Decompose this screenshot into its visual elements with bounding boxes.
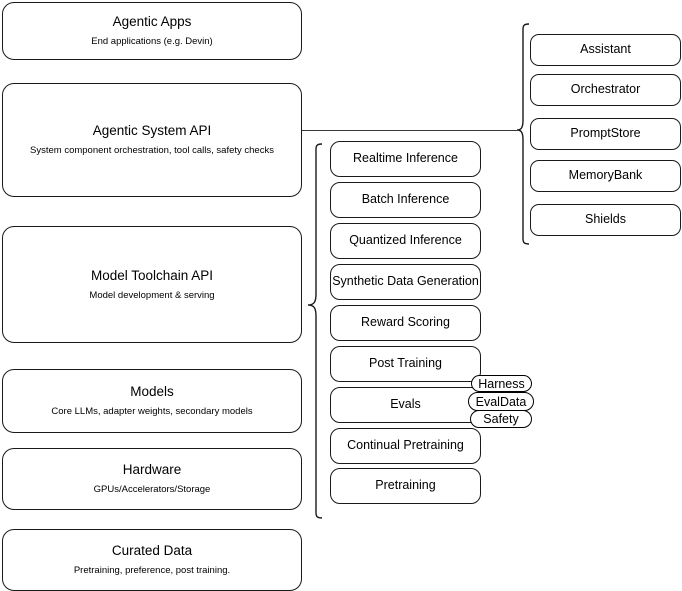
capability-box-realtime-inference[interactable]: Realtime Inference [330, 141, 481, 177]
layer-title: Curated Data [111, 543, 193, 559]
component-title: Assistant [580, 42, 631, 57]
capability-box-post-training[interactable]: Post Training [330, 346, 481, 382]
capability-box-synthetic-data-generation[interactable]: Synthetic Data Generation [330, 264, 481, 300]
component-title: Shields [585, 212, 626, 227]
layer-subtitle: Model development & serving [89, 289, 215, 301]
layer-box-curated-data[interactable]: Curated Data Pretraining, preference, po… [2, 529, 302, 591]
layer-box-agentic-system-api[interactable]: Agentic System API System component orch… [2, 83, 302, 197]
connector-line-system-api [302, 130, 517, 132]
layer-title: Agentic Apps [112, 14, 192, 30]
capability-box-reward-scoring[interactable]: Reward Scoring [330, 305, 481, 341]
layer-title: Model Toolchain API [90, 267, 214, 283]
layer-box-models[interactable]: Models Core LLMs, adapter weights, secon… [2, 369, 302, 433]
capability-title: Evals [390, 397, 421, 412]
layer-box-model-toolchain-api[interactable]: Model Toolchain API Model development & … [2, 226, 302, 343]
layer-title: Agentic System API [92, 123, 212, 139]
layer-subtitle: Core LLMs, adapter weights, secondary mo… [51, 406, 253, 417]
capability-box-evals[interactable]: Evals [330, 387, 481, 423]
evals-pill-label: Harness [478, 376, 525, 391]
evals-pill-harness[interactable]: Harness [471, 375, 532, 392]
brace-toolchain-capabilities [302, 142, 324, 520]
component-title: MemoryBank [568, 168, 643, 183]
component-box-promptstore[interactable]: PromptStore [530, 118, 681, 150]
capability-title: Quantized Inference [349, 233, 462, 248]
capability-title: Continual Pretraining [347, 438, 464, 453]
capability-title: Batch Inference [361, 192, 450, 207]
capability-title: Synthetic Data Generation [332, 274, 479, 289]
layer-box-hardware[interactable]: Hardware GPUs/Accelerators/Storage [2, 448, 302, 510]
layer-subtitle: System component orchestration, tool cal… [30, 145, 274, 156]
capability-title: Post Training [369, 356, 442, 371]
evals-pill-label: Safety [483, 412, 519, 426]
component-title: Orchestrator [570, 82, 641, 97]
capability-box-batch-inference[interactable]: Batch Inference [330, 182, 481, 218]
layer-title: Models [130, 384, 174, 400]
layer-box-agentic-apps[interactable]: Agentic Apps End applications (e.g. Devi… [2, 2, 302, 60]
layer-subtitle: Pretraining, preference, post training. [73, 565, 231, 576]
capability-box-continual-pretraining[interactable]: Continual Pretraining [330, 428, 481, 464]
capability-title: Pretraining [375, 478, 436, 493]
layer-title: Hardware [122, 462, 182, 478]
evals-pill-safety[interactable]: Safety [470, 410, 532, 428]
evals-pill-evaldata[interactable]: EvalData [468, 392, 534, 411]
capability-box-quantized-inference[interactable]: Quantized Inference [330, 223, 481, 259]
component-box-memorybank[interactable]: MemoryBank [530, 160, 681, 192]
evals-pill-label: EvalData [475, 394, 527, 409]
component-box-orchestrator[interactable]: Orchestrator [530, 74, 681, 106]
capability-title: Reward Scoring [361, 315, 450, 330]
brace-system-api-components [512, 22, 532, 246]
capability-title: Realtime Inference [353, 151, 458, 166]
component-title: PromptStore [570, 126, 641, 141]
layer-subtitle: End applications (e.g. Devin) [91, 36, 213, 47]
component-box-assistant[interactable]: Assistant [530, 34, 681, 66]
capability-box-pretraining[interactable]: Pretraining [330, 468, 481, 504]
component-box-shields[interactable]: Shields [530, 204, 681, 236]
layer-subtitle: GPUs/Accelerators/Storage [93, 484, 211, 495]
